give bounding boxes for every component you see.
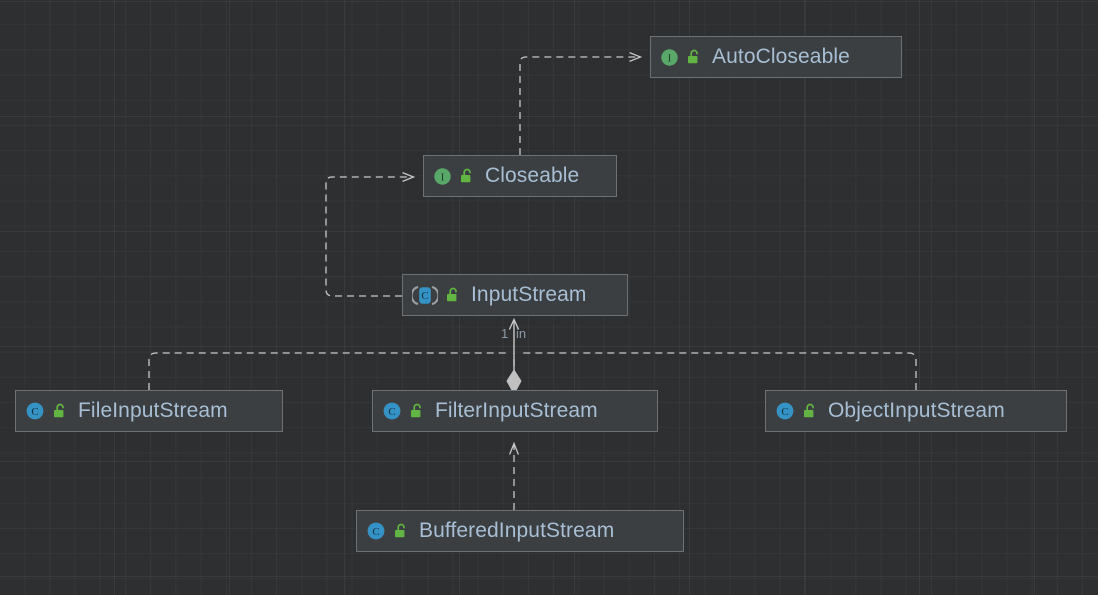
interface-icon: I <box>433 167 452 186</box>
edge-label-multiplicity: 1 <box>501 326 509 341</box>
class-icon: C <box>366 521 386 541</box>
interface-icon: I <box>660 48 679 67</box>
uml-node-closeable[interactable]: I Closeable <box>423 155 617 197</box>
edge-fileinputstream-to-inputstream <box>148 352 508 390</box>
unlocked-padlock-icon <box>52 403 67 420</box>
unlocked-padlock-icon <box>686 49 701 66</box>
uml-node-bufferedinputstream[interactable]: C BufferedInputStream <box>356 510 684 552</box>
svg-text:C: C <box>781 406 788 418</box>
uml-node-fileinputstream[interactable]: C FileInputStream <box>15 390 283 432</box>
uml-node-label: FileInputStream <box>78 399 228 422</box>
edge-label-role: in <box>516 326 527 341</box>
abstract-class-icon: C <box>412 285 438 306</box>
svg-text:I: I <box>668 53 672 64</box>
edge-inputstream-to-closeable <box>325 171 416 297</box>
unlocked-padlock-icon <box>409 403 424 420</box>
unlocked-padlock-icon <box>393 523 408 540</box>
svg-text:I: I <box>441 172 445 183</box>
edge-closeable-to-autocloseable <box>519 51 643 155</box>
edge-objectinputstream-to-inputstream <box>520 352 917 390</box>
svg-text:C: C <box>372 526 379 538</box>
class-icon: C <box>25 401 45 421</box>
uml-node-label: FilterInputStream <box>435 399 598 422</box>
class-icon: C <box>382 401 402 421</box>
uml-node-label: InputStream <box>471 283 587 306</box>
svg-text:C: C <box>421 290 428 302</box>
uml-node-autocloseable[interactable]: I AutoCloseable <box>650 36 902 78</box>
unlocked-padlock-icon <box>445 287 460 304</box>
uml-node-objectinputstream[interactable]: C ObjectInputStream <box>765 390 1067 432</box>
uml-node-label: BufferedInputStream <box>419 519 615 542</box>
unlocked-padlock-icon <box>459 168 474 185</box>
uml-node-label: Closeable <box>485 164 580 187</box>
uml-node-label: ObjectInputStream <box>828 399 1005 422</box>
uml-node-label: AutoCloseable <box>712 45 850 68</box>
svg-text:C: C <box>388 406 395 418</box>
unlocked-padlock-icon <box>802 403 817 420</box>
uml-node-filterinputstream[interactable]: C FilterInputStream <box>372 390 658 432</box>
svg-text:C: C <box>31 406 38 418</box>
class-icon: C <box>775 401 795 421</box>
uml-node-inputstream[interactable]: C InputStream <box>402 274 628 316</box>
